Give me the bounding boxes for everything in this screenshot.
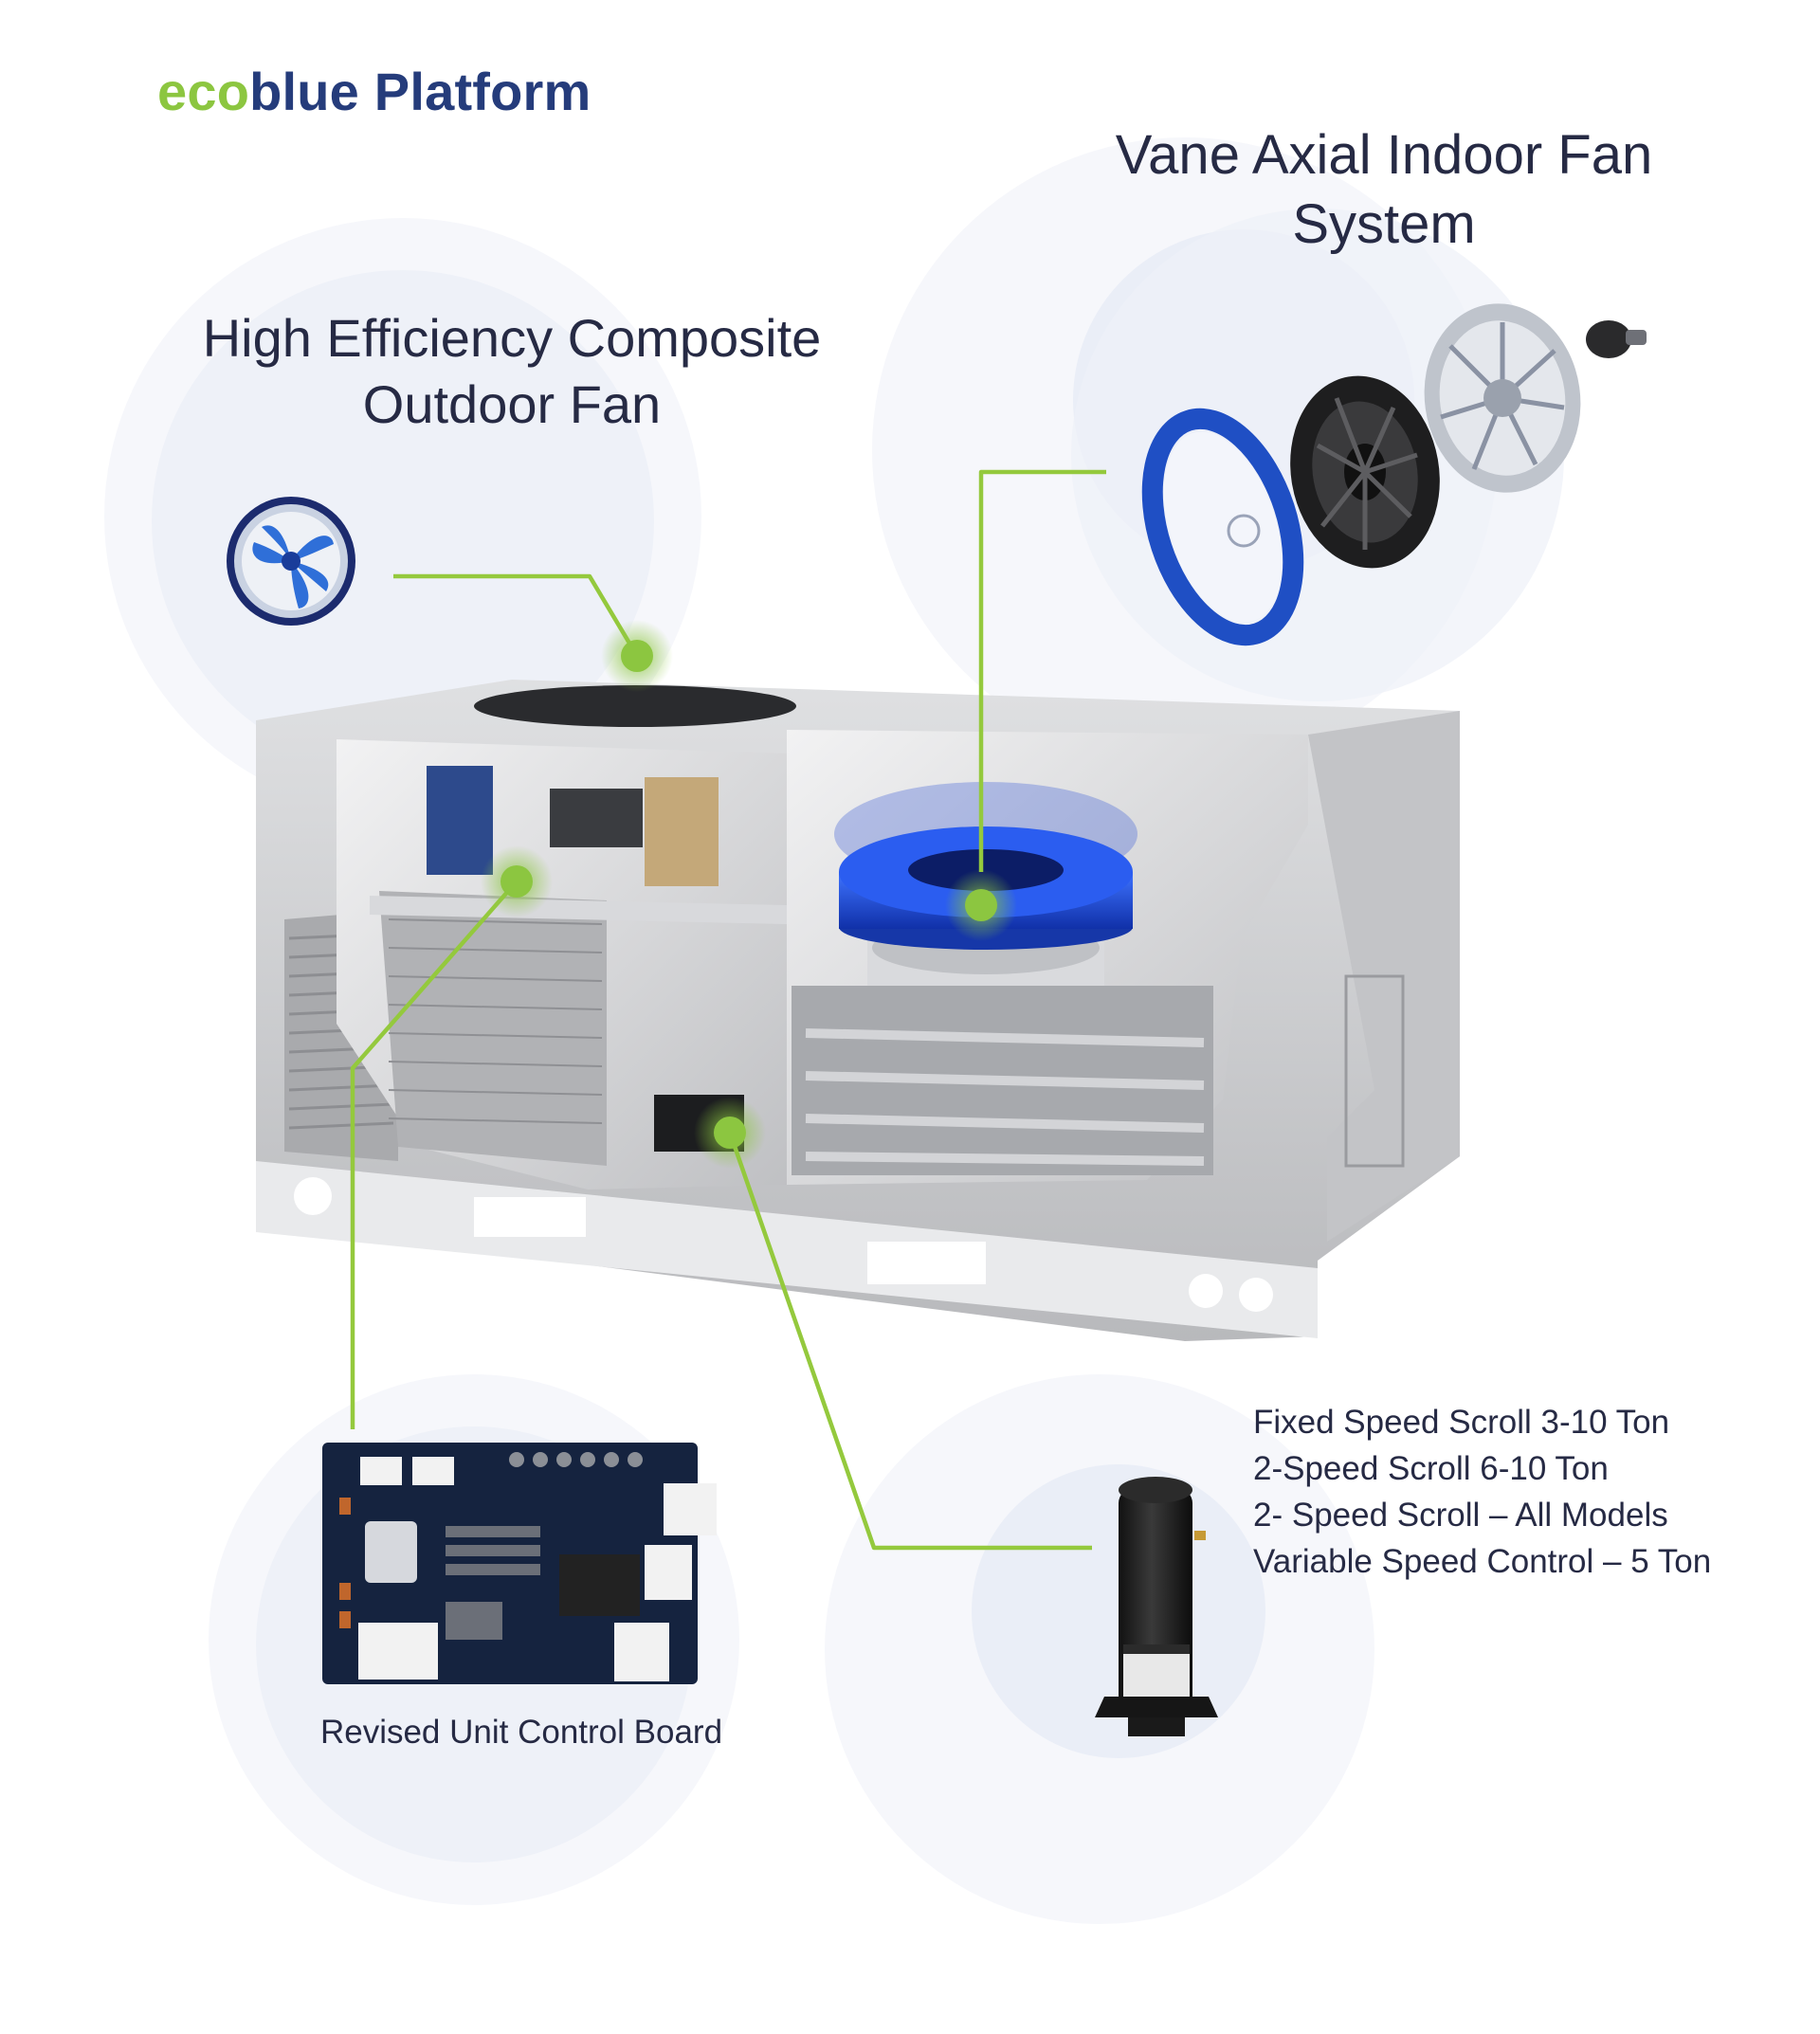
outdoor-fan-callout: High Efficiency Composite Outdoor Fan	[142, 305, 882, 438]
compressor-item: Fixed Speed Scroll 3-10 Ton	[1253, 1404, 1670, 1441]
outdoor-fan-callout-line2: Outdoor Fan	[362, 374, 662, 434]
callout-dots	[481, 620, 1017, 1169]
compressor-image	[1095, 1477, 1218, 1736]
control-board-dot	[481, 845, 553, 917]
outdoor-fan-image	[227, 497, 355, 626]
indoor-fan-callout-line2: System	[1292, 192, 1476, 255]
title-rest: blue Platform	[249, 62, 592, 121]
page-title: ecoblue Platform	[157, 61, 592, 122]
compressor-item: 2- Speed Scroll – All Models	[1253, 1497, 1668, 1534]
rooftop-unit-body	[256, 680, 1460, 1341]
compressor-callout-list: Fixed Speed Scroll 3-10 Ton 2-Speed Scro…	[1253, 1399, 1711, 1585]
compressor-item: Variable Speed Control – 5 Ton	[1253, 1543, 1712, 1580]
indoor-fan-callout: Vane Axial Indoor Fan System	[1062, 121, 1706, 259]
indoor-fan-system-image	[1141, 303, 1647, 646]
outdoor-fan-callout-line1: High Efficiency Composite	[202, 308, 822, 368]
control-board-leader	[350, 880, 519, 1429]
compressor-dot	[694, 1097, 766, 1169]
compressor-leader	[727, 1132, 1092, 1551]
indoor-fan-dot	[945, 869, 1017, 941]
outdoor-fan-dot	[601, 620, 673, 692]
compressor-item: 2-Speed Scroll 6-10 Ton	[1253, 1450, 1609, 1487]
indoor-fan-callout-line1: Vane Axial Indoor Fan	[1115, 124, 1653, 186]
title-eco: eco	[157, 62, 250, 121]
indoor-fan-leader	[978, 469, 1106, 872]
control-board-image	[322, 1443, 717, 1684]
control-board-callout: Revised Unit Control Board	[319, 1714, 723, 1751]
